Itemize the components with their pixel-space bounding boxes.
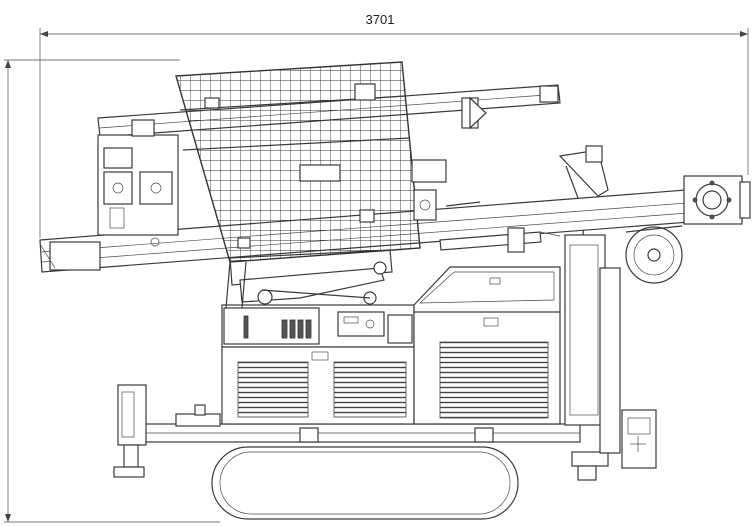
overall-length-label: 3701 — [366, 12, 395, 27]
upper-bracket — [558, 145, 609, 199]
guard-side-bracket — [411, 159, 481, 221]
engine-housing-right — [413, 266, 561, 425]
mast-base-mechanism — [97, 119, 179, 236]
rotary-head — [683, 175, 751, 225]
engine-housing-left — [221, 304, 415, 425]
rear-column — [564, 221, 621, 454]
pivot-wheel — [625, 225, 683, 284]
drill-rod-clamp — [439, 227, 561, 253]
overall-length-dimension: 3701 — [39, 12, 749, 238]
rear-outrigger — [571, 409, 657, 481]
overall-height-dimension — [4, 59, 220, 523]
front-outrigger — [113, 384, 221, 478]
safety-mesh-guard — [175, 61, 421, 263]
chassis-frame — [139, 423, 581, 443]
control-levers — [243, 315, 312, 339]
crawler-track — [211, 446, 519, 520]
